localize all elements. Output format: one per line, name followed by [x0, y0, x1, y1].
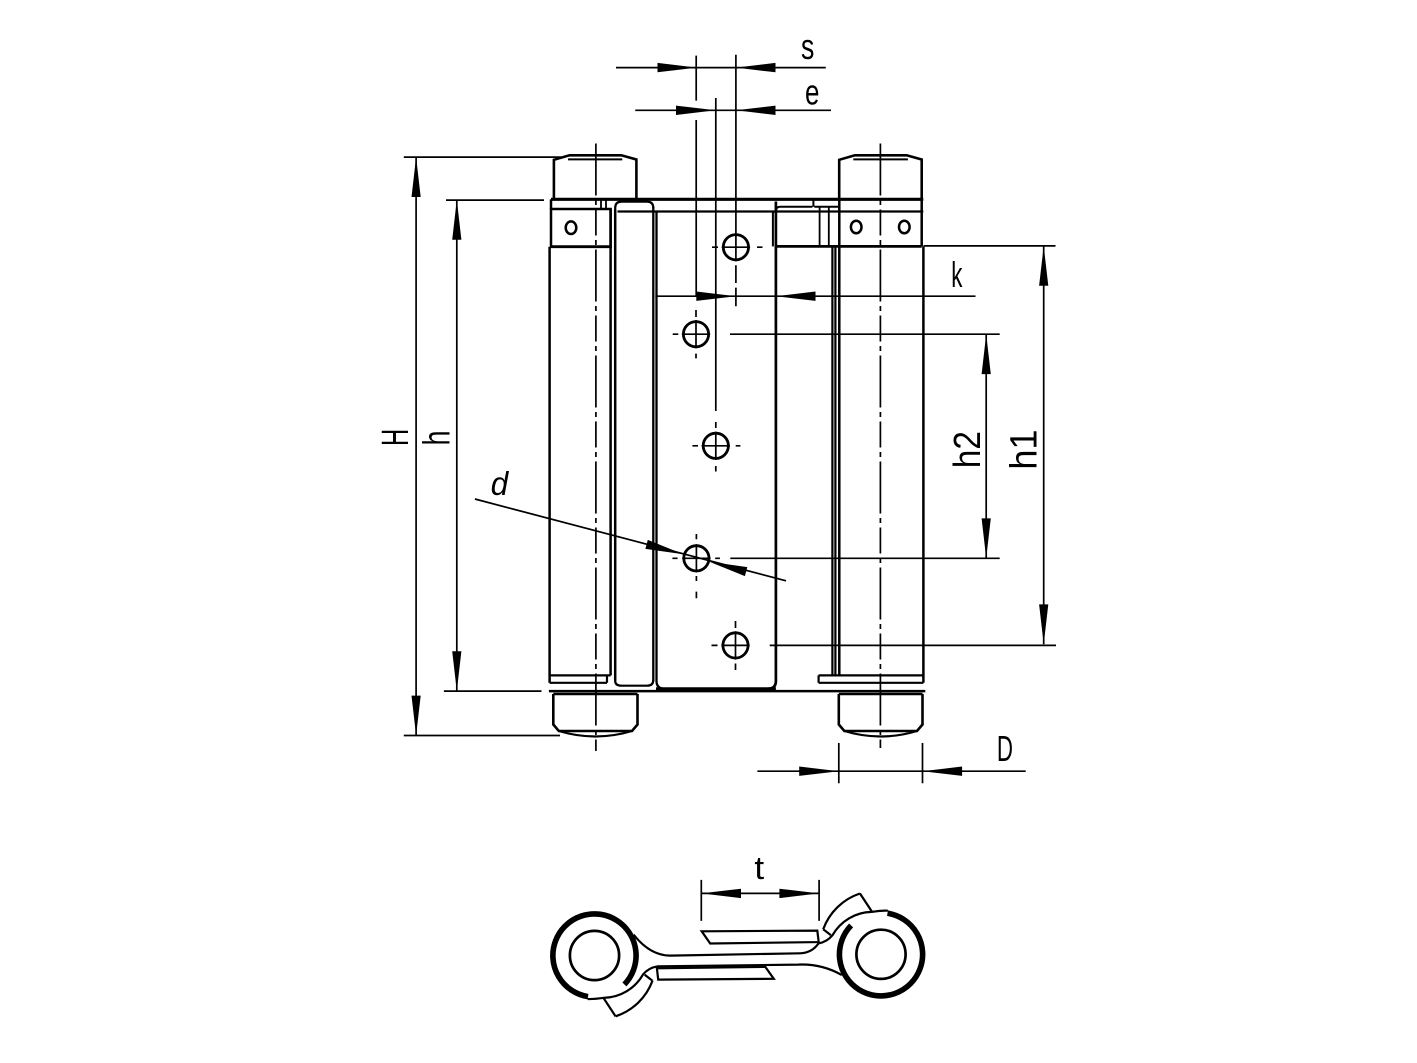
svg-text:s: s: [801, 26, 814, 67]
svg-text:t: t: [754, 851, 764, 886]
svg-text:h1: h1: [1002, 430, 1045, 470]
svg-text:e: e: [805, 72, 819, 112]
svg-text:h2: h2: [946, 431, 988, 468]
svg-text:d: d: [491, 465, 510, 502]
svg-text:H: H: [373, 429, 416, 446]
svg-text:k: k: [951, 256, 963, 296]
svg-text:h: h: [415, 431, 458, 446]
svg-text:D: D: [997, 730, 1013, 770]
